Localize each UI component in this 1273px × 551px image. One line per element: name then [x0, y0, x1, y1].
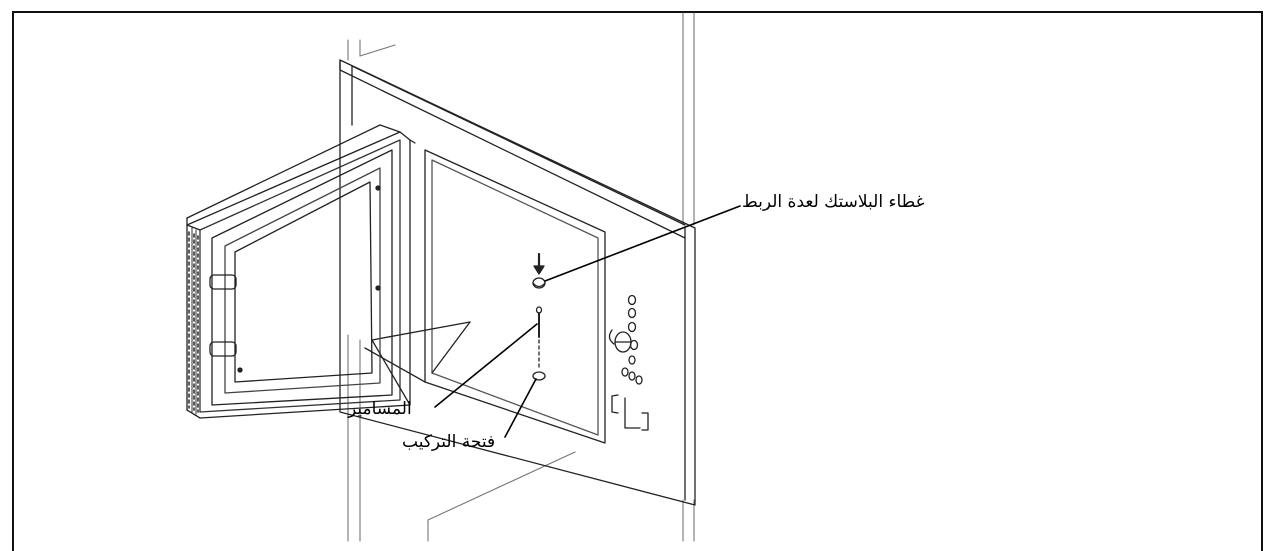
microwave-cavity	[364, 149, 606, 444]
door-edge-vents	[188, 227, 199, 415]
microwave-door	[186, 124, 416, 419]
microwave-front-panel	[339, 59, 696, 506]
leader-lines	[434, 205, 741, 438]
fixing-kit	[532, 252, 546, 381]
label-plastic-cover: غطاء البلاستك لعدة الربط	[742, 192, 925, 212]
label-screws: المسامير	[348, 399, 412, 419]
label-mounting-hole: فتحة التركيب	[402, 432, 496, 452]
cabinet-outline	[347, 12, 695, 542]
diagram-frame	[12, 11, 1263, 551]
control-panel	[608, 294, 649, 431]
